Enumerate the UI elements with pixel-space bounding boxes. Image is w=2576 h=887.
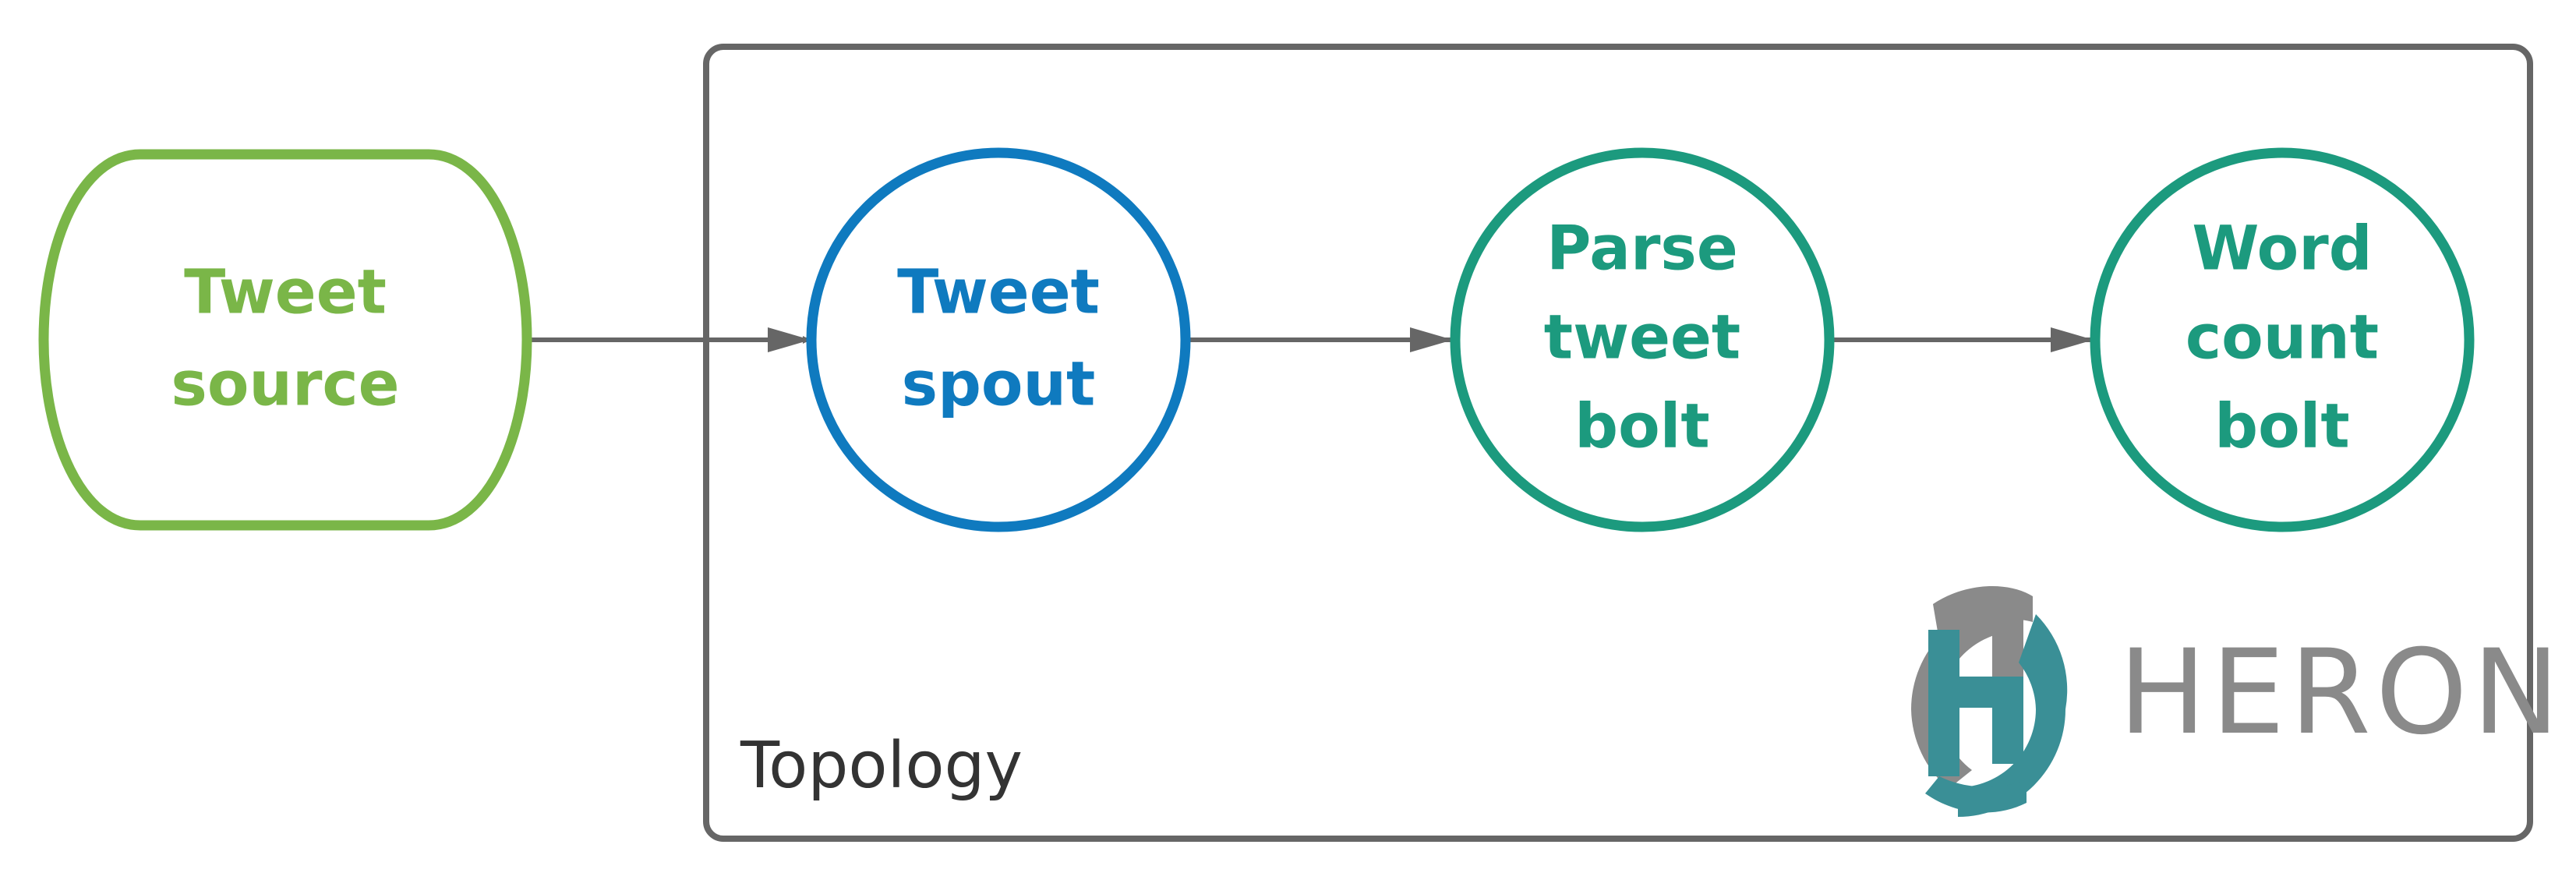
parse-tweet-bolt-node: Parse tweet bolt (1450, 147, 1835, 532)
word-count-bolt-node: Word count bolt (2090, 147, 2475, 532)
tweet-source-shape (38, 149, 532, 531)
heron-logo-wordmark: HERON (2118, 625, 2564, 761)
tweet-source-node: Tweet source (38, 149, 532, 531)
parse-tweet-bolt-label-line2: tweet (1544, 302, 1740, 373)
tweet-spout-node: Tweet spout (806, 147, 1191, 532)
parse-tweet-bolt-label-line3: bolt (1574, 391, 1709, 461)
tweet-spout-circle (806, 147, 1191, 532)
tweet-spout-label-line1: Tweet (897, 257, 1100, 327)
arrowhead-count (2051, 327, 2094, 352)
arrows (528, 327, 2094, 352)
parse-tweet-bolt-label-line1: Parse (1546, 214, 1738, 284)
topology-frame (703, 44, 2533, 842)
word-count-bolt-label-line3: bolt (2214, 391, 2349, 461)
tweet-source-label-line2: source (171, 349, 399, 419)
parse-tweet-bolt-circle (1450, 147, 1835, 532)
heron-logo-icon (1911, 586, 2068, 817)
tweet-source-label-line1: Tweet (184, 257, 387, 327)
arrowhead-spout (768, 327, 811, 352)
word-count-bolt-label-line2: count (2186, 302, 2379, 373)
tweet-spout-label-line2: spout (902, 349, 1096, 419)
arrowhead-parse (1410, 327, 1453, 352)
topology-label: Topology (740, 729, 1023, 803)
word-count-bolt-circle (2090, 147, 2475, 532)
word-count-bolt-label-line1: Word (2192, 214, 2372, 284)
heron-logo: HERON (1911, 586, 2564, 817)
